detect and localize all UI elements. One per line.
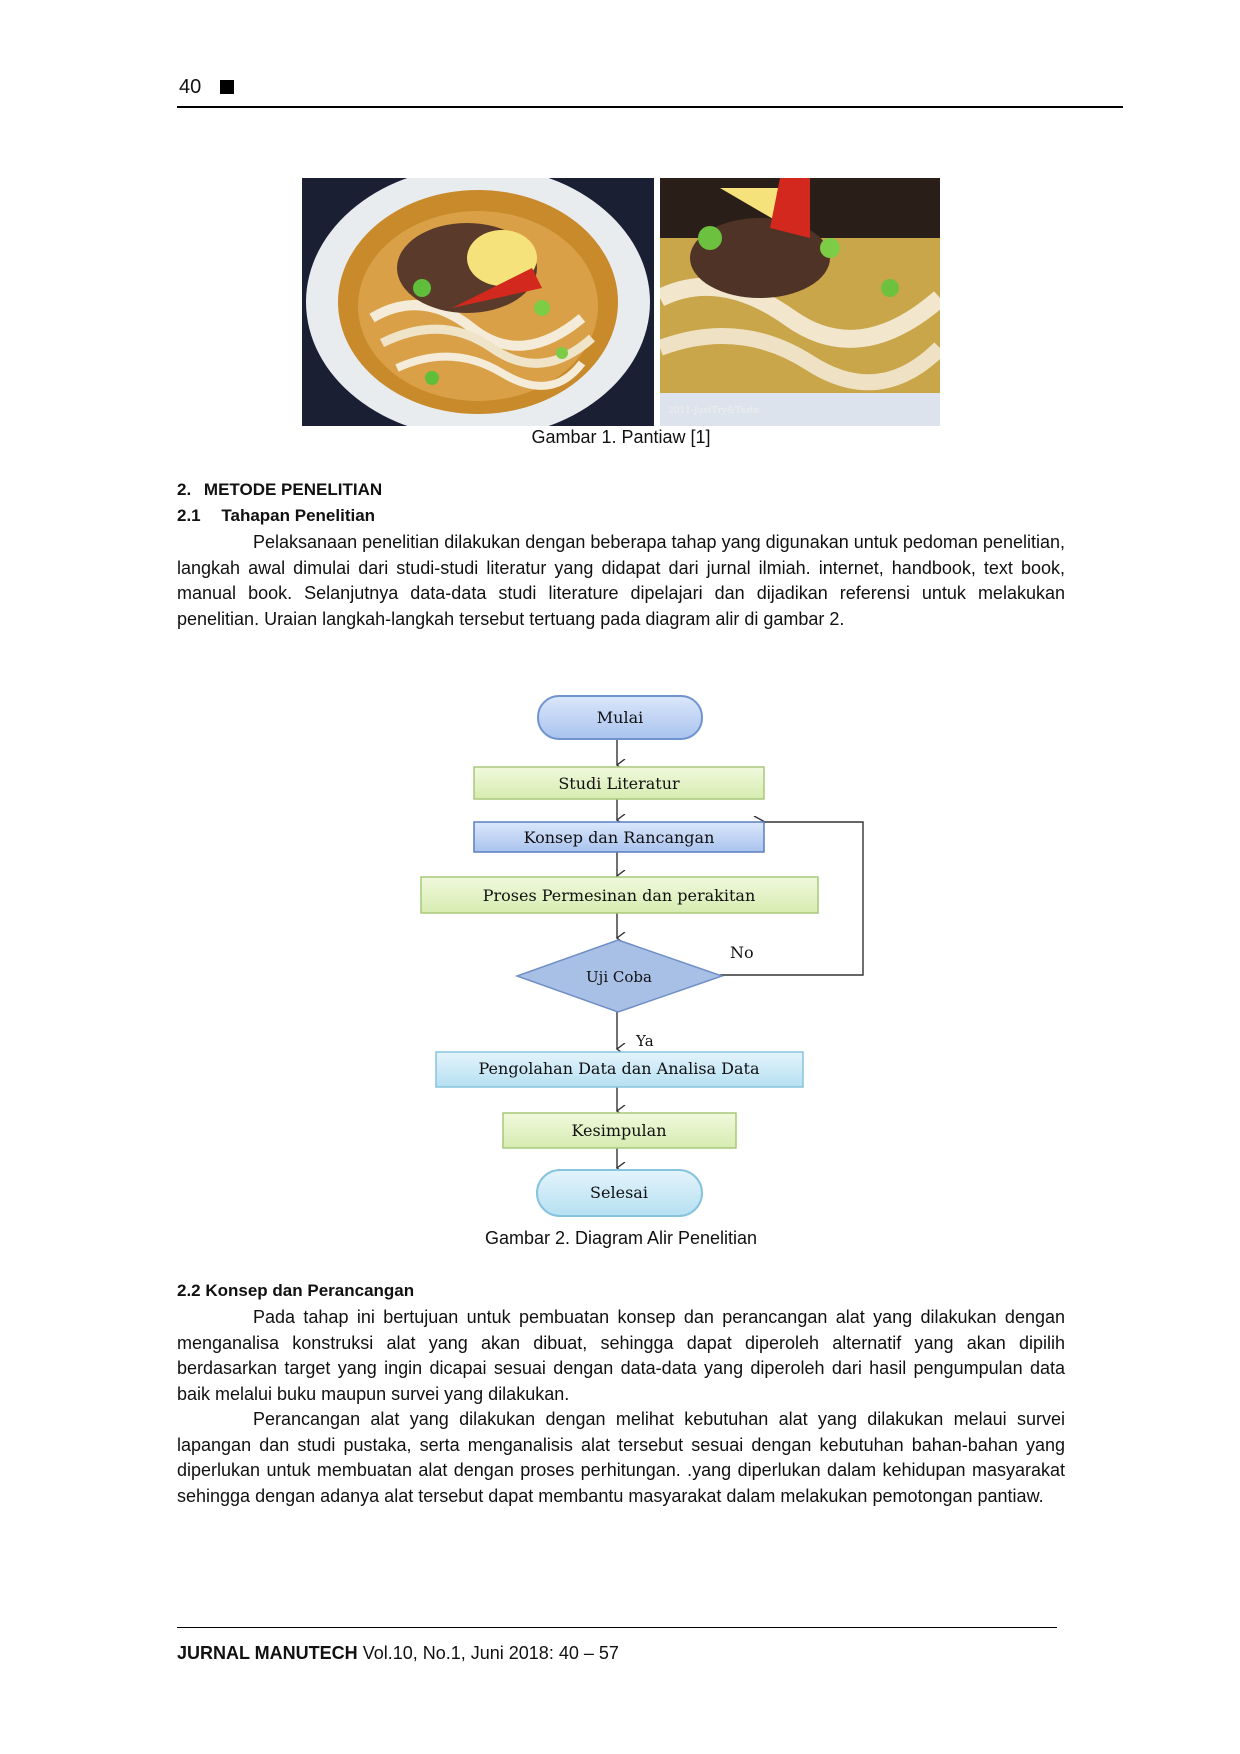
start-label: Mulai xyxy=(597,708,643,727)
step-proses-permesinan-label: Proses Permesinan dan perakitan xyxy=(483,886,756,905)
subsection-title: Tahapan Penelitian xyxy=(221,506,376,525)
step-kesimpulan-label: Kesimpulan xyxy=(572,1121,667,1140)
step-studi-literatur-label: Studi Literatur xyxy=(558,774,680,793)
connector-no-loop xyxy=(720,822,864,976)
subsection-2-2-heading: 2.2 Konsep dan Perancangan xyxy=(177,1281,415,1300)
section-heading: 2. METODE PENELITIAN xyxy=(177,480,382,500)
page-footer: JURNAL MANUTECH Vol.10, No.1, Juni 2018:… xyxy=(177,1643,619,1664)
no-branch-label: No xyxy=(730,943,754,962)
paragraph-konsep-text: Pada tahap ini bertujuan untuk pembuatan… xyxy=(177,1307,1065,1404)
photo-watermark: 2011-JustTry&Taste xyxy=(668,406,760,416)
paragraph-konsep: Pada tahap ini bertujuan untuk pembuatan… xyxy=(177,1305,1065,1407)
figure2-caption: Gambar 2. Diagram Alir Penelitian xyxy=(484,1228,758,1248)
journal-citation: Vol.10, No.1, Juni 2018: 40 – 57 xyxy=(362,1643,619,1663)
section-title: METODE PENELITIAN xyxy=(203,480,383,499)
decision-uji-coba-label: Uji Coba xyxy=(586,968,652,986)
paragraph-perancangan-text: Perancangan alat yang dilakukan dengan m… xyxy=(177,1409,1065,1506)
pantiaw-photo-left xyxy=(302,178,654,426)
yes-branch-label: Ya xyxy=(635,1032,654,1050)
step-kesimpulan xyxy=(502,1112,737,1149)
step-pengolahan-data xyxy=(435,1051,804,1088)
section-number: 2. xyxy=(177,480,192,499)
start-terminator xyxy=(537,695,703,740)
step-pengolahan-data-label: Pengolahan Data dan Analisa Data xyxy=(479,1059,760,1078)
subsection-number: 2.1 xyxy=(177,506,201,525)
paragraph-tahapan: Pelaksanaan penelitian dilakukan dengan … xyxy=(177,530,1065,632)
page-number: 40 xyxy=(179,76,202,98)
header-square-marker xyxy=(220,80,234,94)
footer-rule xyxy=(177,1627,1057,1628)
figure1-caption: Gambar 1. Pantiaw [1] xyxy=(531,427,711,447)
paragraph-perancangan: Perancangan alat yang dilakukan dengan m… xyxy=(177,1407,1065,1509)
step-studi-literatur xyxy=(473,766,765,800)
step-konsep-rancangan-label: Konsep dan Rancangan xyxy=(524,828,715,847)
paragraph-tahapan-text: Pelaksanaan penelitian dilakukan dengan … xyxy=(177,532,1065,629)
decision-uji-coba xyxy=(514,939,725,1013)
subsection-heading: 2.1 Tahapan Penelitian xyxy=(177,506,375,526)
pantiaw-photo-right: 2011-JustTry&Taste xyxy=(660,178,940,426)
step-proses-permesinan xyxy=(420,876,819,914)
page-header: 40 xyxy=(177,74,1123,108)
end-label: Selesai xyxy=(590,1183,648,1202)
step-konsep-rancangan xyxy=(473,821,765,853)
end-terminator xyxy=(536,1169,703,1217)
journal-name: JURNAL MANUTECH xyxy=(177,1643,358,1663)
